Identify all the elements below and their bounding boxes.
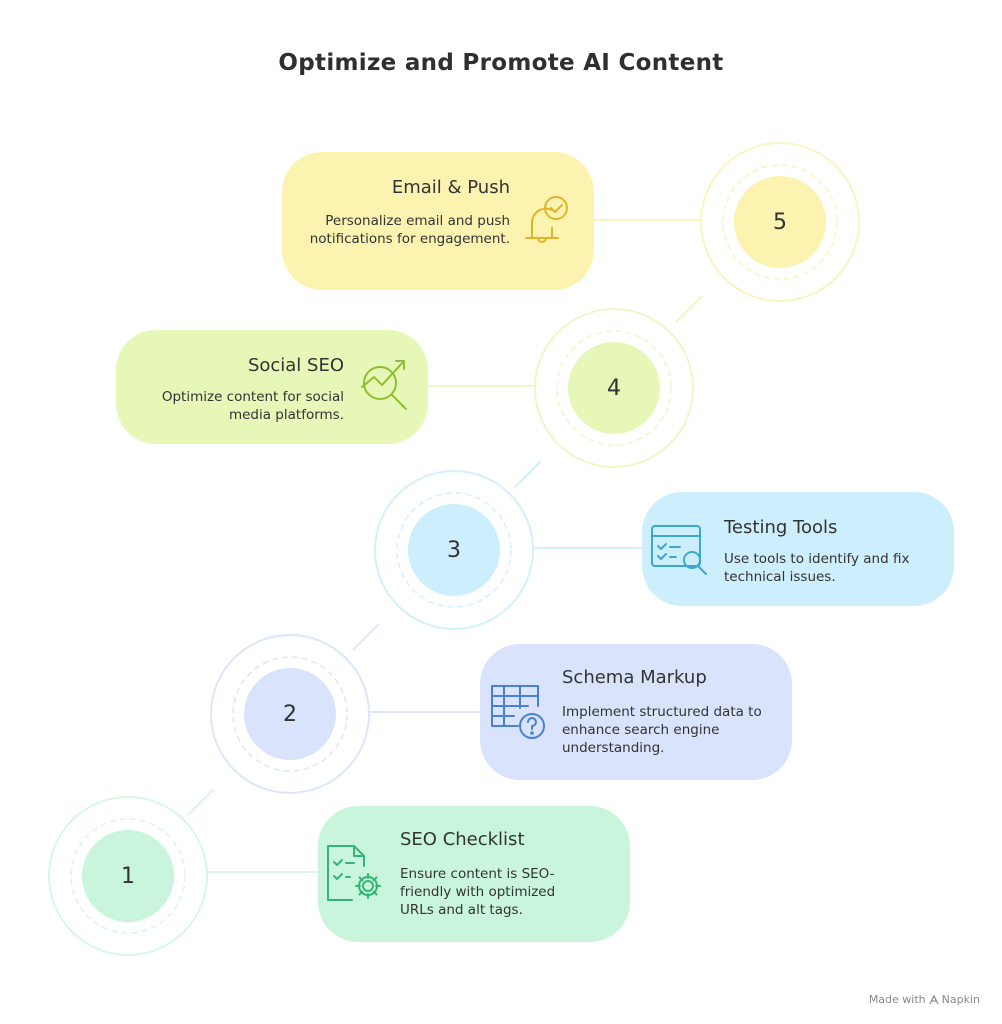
napkin-logo-icon [929,994,939,1004]
step-2-card: Schema Markup Implement structured data … [480,644,792,780]
step-3-title: Testing Tools [724,517,838,538]
step-2-description: Implement structured data to enhance sea… [562,704,762,756]
made-with-label: Made with [868,993,926,1006]
browser-search-icon [651,525,707,575]
step-2-title: Schema Markup [562,667,707,688]
step-5-description: Personalize email and push notifications… [309,213,510,247]
step-5-title: Email & Push [391,177,510,198]
step-4-card: Social SEO Optimize content for social m… [116,330,428,444]
step-1-description: Ensure content is SEO-friendly with opti… [400,866,556,918]
step-1-number: 1 [82,830,174,922]
step-3-description: Use tools to identify and fix technical … [724,551,910,585]
checklist-gear-icon [327,845,381,901]
step-3-number: 3 [408,504,500,596]
step-4-description: Optimize content for social media platfo… [161,389,344,423]
step-3-card: Testing Tools Use tools to identify and … [642,492,954,606]
step-4-title: Social SEO [247,355,344,376]
napkin-watermark: Made with Napkin [869,993,980,1006]
brand-label: Napkin [941,993,980,1006]
step-5-card: Email & Push Personalize email and push … [282,152,594,290]
step-1-card: SEO Checklist Ensure content is SEO-frie… [318,806,630,942]
step-5-number: 5 [734,176,826,268]
trend-search-icon [361,360,407,410]
diagram-title: Optimize and Promote AI Content [278,50,724,76]
step-2-number: 2 [244,668,336,760]
step-4-number: 4 [568,342,660,434]
bell-check-icon [525,196,568,243]
step-1-title: SEO Checklist [400,829,525,850]
table-question-icon [491,685,545,739]
